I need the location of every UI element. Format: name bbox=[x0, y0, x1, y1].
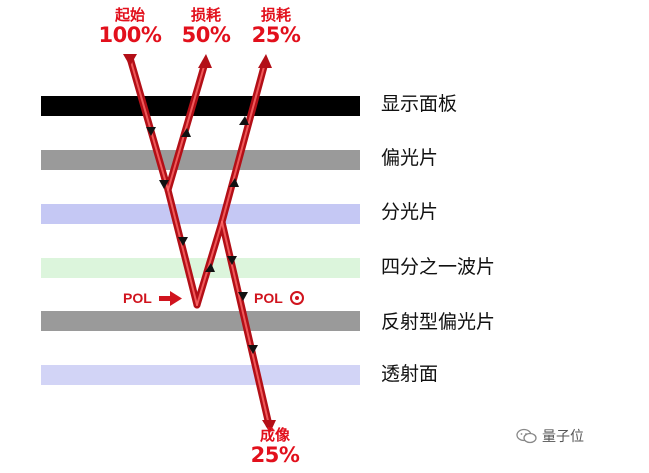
pol-label-right: POL bbox=[254, 290, 283, 306]
label-start: 起始 100% bbox=[98, 6, 162, 47]
label-loss-50-text: 损耗 bbox=[190, 6, 221, 24]
arrowhead-output-icon bbox=[262, 420, 276, 433]
layer-label-display-panel: 显示面板 bbox=[381, 93, 458, 115]
direction-arrow-5-icon bbox=[205, 263, 215, 272]
layer-transmission-surface bbox=[41, 365, 360, 385]
label-start-percent: 100% bbox=[98, 22, 162, 47]
direction-arrow-1-icon bbox=[146, 127, 156, 136]
layer-polarizer bbox=[41, 150, 360, 170]
direction-arrow-9-icon bbox=[238, 292, 248, 301]
label-loss-25-text: 损耗 bbox=[260, 6, 291, 24]
layer-label-beam-splitter: 分光片 bbox=[381, 201, 439, 223]
watermark-text: 量子位 bbox=[542, 429, 584, 445]
direction-arrow-8-icon bbox=[227, 256, 237, 265]
label-image: 成像 25% bbox=[243, 426, 307, 467]
layer-reflective-polarizer bbox=[41, 311, 360, 331]
pol-dot-icon bbox=[290, 291, 304, 305]
layer-beam-splitter bbox=[41, 204, 360, 224]
direction-arrow-2-icon bbox=[159, 180, 169, 189]
layer-label-polarizer: 偏光片 bbox=[381, 147, 439, 169]
label-loss-25-percent: 25% bbox=[251, 22, 301, 47]
direction-arrow-6-icon bbox=[229, 178, 239, 187]
direction-arrow-10-icon bbox=[248, 345, 258, 354]
pol-arrow-icon bbox=[159, 291, 182, 306]
label-loss-50-percent: 50% bbox=[181, 22, 231, 47]
label-loss-50: 损耗 50% bbox=[174, 6, 238, 47]
watermark: 量子位 bbox=[516, 426, 584, 446]
layer-label-reflective-polarizer: 反射型偏光片 bbox=[381, 311, 496, 333]
direction-arrow-3-icon bbox=[178, 237, 188, 246]
label-image-text: 成像 bbox=[259, 426, 290, 444]
arrowhead-50-icon bbox=[198, 54, 212, 68]
direction-arrow-4-icon bbox=[181, 128, 191, 137]
layer-label-transmission-surface: 透射面 bbox=[381, 363, 439, 385]
direction-arrow-7-icon bbox=[239, 116, 249, 125]
arrowhead-25-icon bbox=[258, 54, 272, 68]
label-loss-25: 损耗 25% bbox=[244, 6, 308, 47]
layer-quarter-wave-plate bbox=[41, 258, 360, 278]
pol-label-left: POL bbox=[123, 290, 152, 306]
layer-label-quarter-wave-plate: 四分之一波片 bbox=[381, 256, 496, 278]
label-image-percent: 25% bbox=[250, 442, 300, 467]
arrowhead-start-icon bbox=[123, 54, 137, 66]
label-start-text: 起始 bbox=[114, 6, 145, 24]
wechat-icon bbox=[516, 428, 537, 444]
layer-display-panel bbox=[41, 96, 360, 116]
